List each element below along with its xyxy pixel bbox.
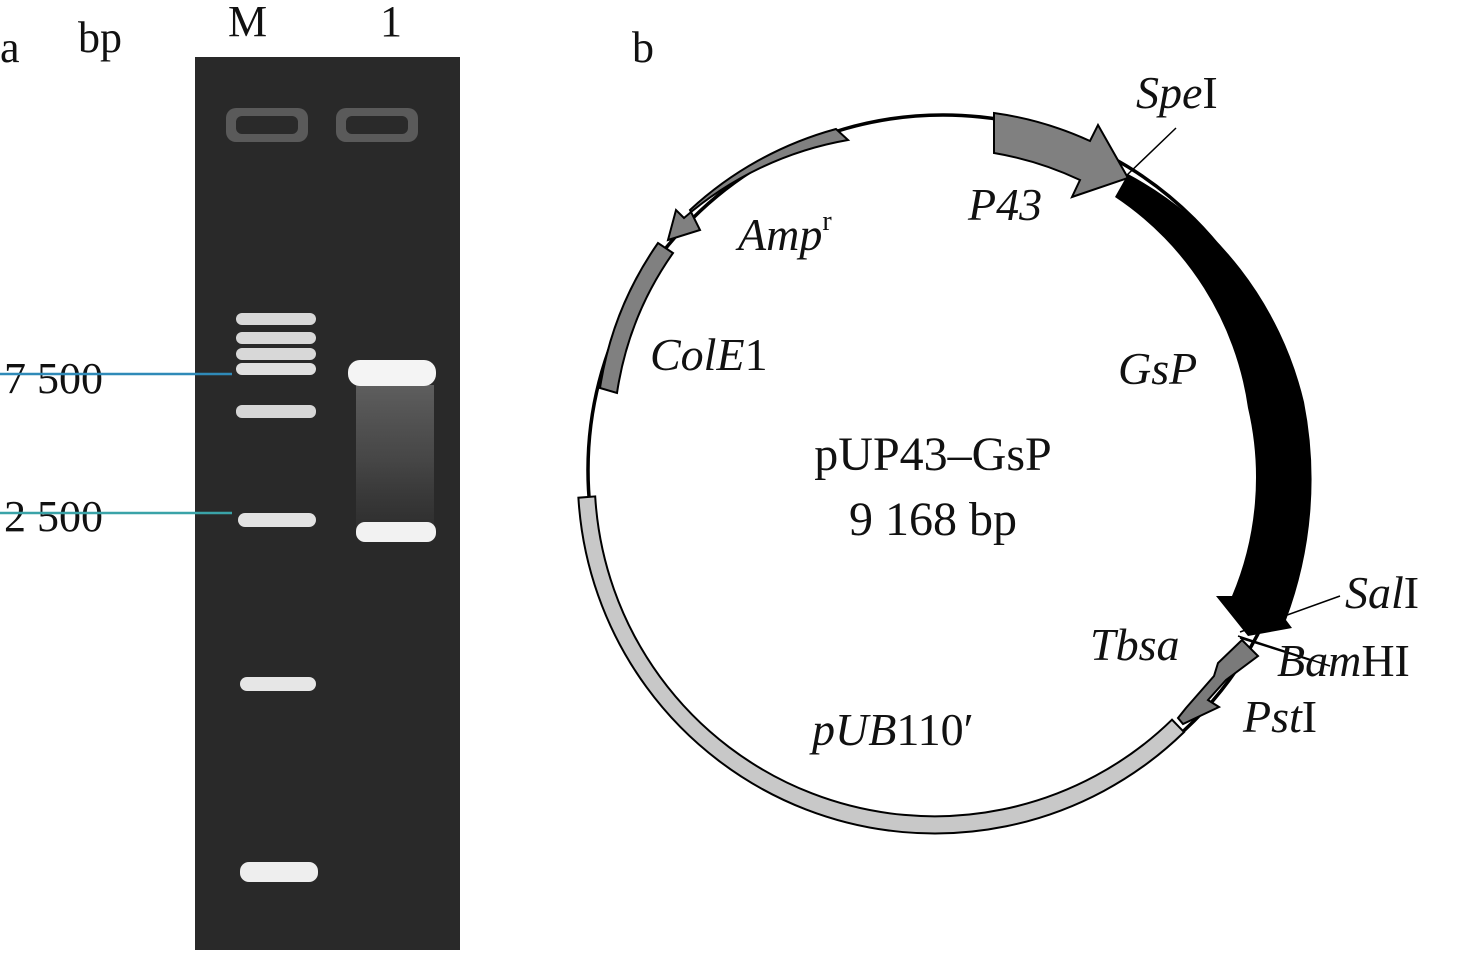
site-line-psti <box>1239 637 1311 661</box>
site-line-sali <box>1239 595 1341 633</box>
ladder-band <box>236 313 316 325</box>
feature-label-gsp: GsP <box>1118 343 1197 394</box>
size-marker-7500: 7 500 <box>4 354 103 403</box>
panel-b-label: b <box>632 23 654 72</box>
sample-band-upper <box>348 360 436 386</box>
ladder-band <box>236 348 316 360</box>
sample-lane <box>348 360 436 542</box>
feature-tbsa-arrow <box>1176 638 1260 726</box>
site-label-sali: SalI <box>1345 567 1419 618</box>
size-marker-2500: 2 500 <box>4 492 103 541</box>
sample-smear <box>356 385 434 535</box>
sample-band-lower <box>356 522 436 542</box>
ladder-band <box>236 332 316 344</box>
feature-label-p43: P43 <box>967 179 1042 230</box>
feature-label-pub110: pUB110′ <box>809 704 974 755</box>
feature-label-tbsa: Tbsa <box>1090 619 1179 670</box>
feature-cole1-arc <box>598 241 675 395</box>
site-label-bamhi: BamHI <box>1277 635 1410 686</box>
ladder-band <box>240 677 316 691</box>
site-label-psti: PstI <box>1242 691 1317 742</box>
lane-label-marker: M <box>228 0 267 46</box>
feature-label-ampr: Ampr <box>735 206 832 260</box>
plasmid-name: pUP43–GsP <box>814 428 1051 481</box>
feature-pub110-arc <box>577 495 1186 835</box>
lane-label-sample: 1 <box>380 0 402 46</box>
feature-label-cole1: ColE1 <box>650 329 768 380</box>
ladder-band <box>236 405 316 418</box>
ladder-band <box>236 363 316 375</box>
unit-label: bp <box>78 13 122 62</box>
site-line-bamhi <box>1237 635 1331 667</box>
marker-lane <box>236 313 318 882</box>
feature-gsp-arrow <box>1115 174 1312 636</box>
gel-wells <box>226 108 418 142</box>
site-label-spei: SpeI <box>1136 67 1218 118</box>
ladder-band <box>238 513 316 527</box>
site-line-spei <box>1125 127 1177 177</box>
feature-ampr-arrow <box>666 127 851 242</box>
ladder-band <box>240 862 318 882</box>
plasmid-size: 9 168 bp <box>849 493 1017 546</box>
panel-a-label: a <box>0 23 20 72</box>
